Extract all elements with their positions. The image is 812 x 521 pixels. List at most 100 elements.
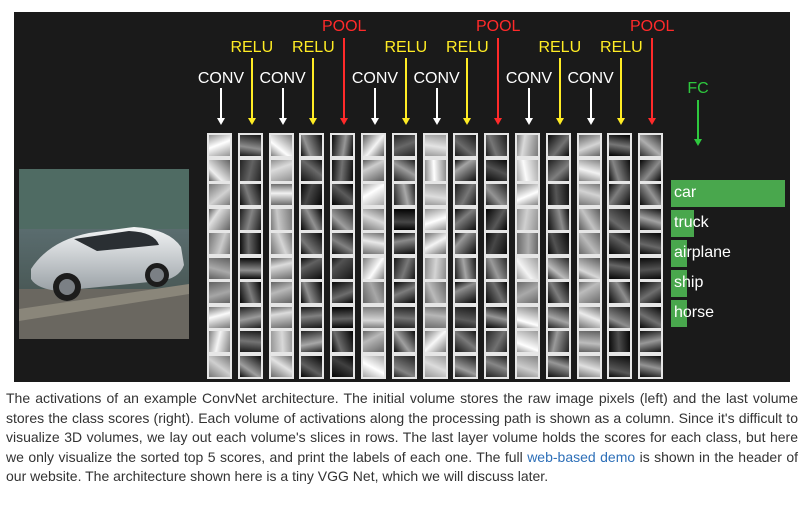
activation-slice	[545, 182, 571, 207]
activation-slice	[545, 353, 571, 379]
layer-label-relu: RELU	[446, 39, 489, 56]
layer-label-relu: RELU	[538, 39, 582, 56]
activation-slice	[515, 133, 540, 158]
activation-slice	[207, 304, 232, 330]
layer-label-relu: RELU	[230, 39, 274, 56]
convnet-figure: CONV RELU CONV RELU POOL CONV RELU CONV RELU POOL…	[14, 12, 790, 382]
activation-slice	[268, 231, 294, 256]
activation-slice	[576, 353, 602, 379]
activation-slice	[299, 157, 325, 183]
activation-slice	[299, 304, 325, 330]
activation-slice	[268, 329, 294, 354]
activation-slice	[237, 231, 263, 256]
activation-slice	[268, 280, 294, 305]
layer-label-relu: RELU	[600, 39, 643, 56]
web-based-demo-link[interactable]: web-based demo	[527, 448, 636, 465]
activation-slice	[361, 157, 386, 183]
score-label-airplane: airplane	[674, 244, 731, 261]
activation-slice	[576, 280, 602, 305]
activation-slice	[545, 329, 571, 354]
activation-slice	[237, 329, 263, 354]
activation-slice	[576, 206, 602, 232]
activation-slice	[453, 329, 479, 354]
activation-slice	[545, 206, 571, 232]
activation-slice	[299, 206, 325, 232]
activation-slice	[330, 329, 356, 354]
activation-slice	[453, 255, 479, 281]
activation-slice	[515, 255, 540, 281]
activation-slice	[484, 329, 510, 354]
activation-slice	[515, 157, 540, 183]
activation-slice	[484, 182, 510, 207]
activation-slice	[484, 206, 510, 232]
activation-slice	[484, 353, 510, 379]
activation-slice	[237, 353, 263, 379]
activation-slice	[607, 304, 633, 330]
activation-slice	[484, 255, 510, 281]
activation-slice	[422, 133, 448, 158]
activation-slice	[484, 280, 510, 305]
activation-slice	[422, 182, 448, 207]
activation-slice	[391, 353, 417, 379]
activation-slice	[422, 353, 448, 379]
activation-slice	[422, 255, 448, 281]
activation-slice	[576, 304, 602, 330]
activation-slice	[607, 231, 633, 256]
activation-slice	[268, 353, 294, 379]
caption-text-after: is shown in the header of our website. T…	[6, 448, 798, 485]
activation-slice	[576, 329, 602, 354]
activation-slice	[545, 304, 571, 330]
activation-slice	[299, 255, 325, 281]
activation-slice	[330, 133, 356, 158]
activation-slice	[391, 157, 417, 183]
activation-slice	[515, 206, 540, 232]
activation-slice	[607, 329, 633, 354]
activation-slice	[361, 182, 386, 207]
layer-label-conv: CONV	[505, 70, 553, 87]
activation-slice	[391, 133, 417, 158]
activation-slice	[391, 206, 417, 232]
activation-slice	[207, 133, 232, 158]
activation-slice	[453, 133, 479, 158]
layer-label-pool: POOL	[629, 18, 675, 35]
score-bar-truck	[671, 210, 694, 237]
activation-slice	[422, 157, 448, 183]
score-label-horse: horse	[674, 304, 715, 321]
activation-slice	[207, 255, 232, 281]
activation-slice	[330, 157, 356, 183]
layer-label-conv: CONV	[259, 70, 306, 87]
layer-label-conv: CONV	[567, 70, 614, 87]
activation-slice	[515, 280, 540, 305]
activation-slice	[545, 280, 571, 305]
score-bar-ship	[671, 270, 687, 297]
activation-slice	[237, 206, 263, 232]
activation-slice	[515, 304, 540, 330]
activation-slice	[330, 280, 356, 305]
layer-label-pool: POOL	[321, 18, 367, 35]
activation-slice	[361, 329, 386, 354]
car-photo	[19, 169, 189, 339]
activation-slice	[391, 329, 417, 354]
activation-slice	[515, 329, 540, 354]
activation-slice	[545, 157, 571, 183]
activation-slice	[237, 182, 263, 207]
score-label-truck: truck	[674, 214, 709, 231]
activation-slice	[607, 133, 633, 158]
activation-slice	[484, 304, 510, 330]
layer-label-conv: CONV	[413, 70, 460, 87]
activation-slice	[361, 304, 386, 330]
input-car-image	[19, 169, 189, 339]
activation-slice	[391, 231, 417, 256]
activation-slice	[638, 255, 664, 281]
activation-slice	[422, 304, 448, 330]
activation-slice	[361, 206, 386, 232]
activation-slice	[391, 304, 417, 330]
activation-slice	[237, 280, 263, 305]
activation-slice	[638, 280, 664, 305]
activation-slice	[515, 353, 540, 379]
activation-slice	[237, 255, 263, 281]
activation-slice	[330, 182, 356, 207]
score-bar-airplane	[671, 240, 687, 267]
score-bar-car	[671, 180, 785, 207]
activation-slice	[330, 231, 356, 256]
